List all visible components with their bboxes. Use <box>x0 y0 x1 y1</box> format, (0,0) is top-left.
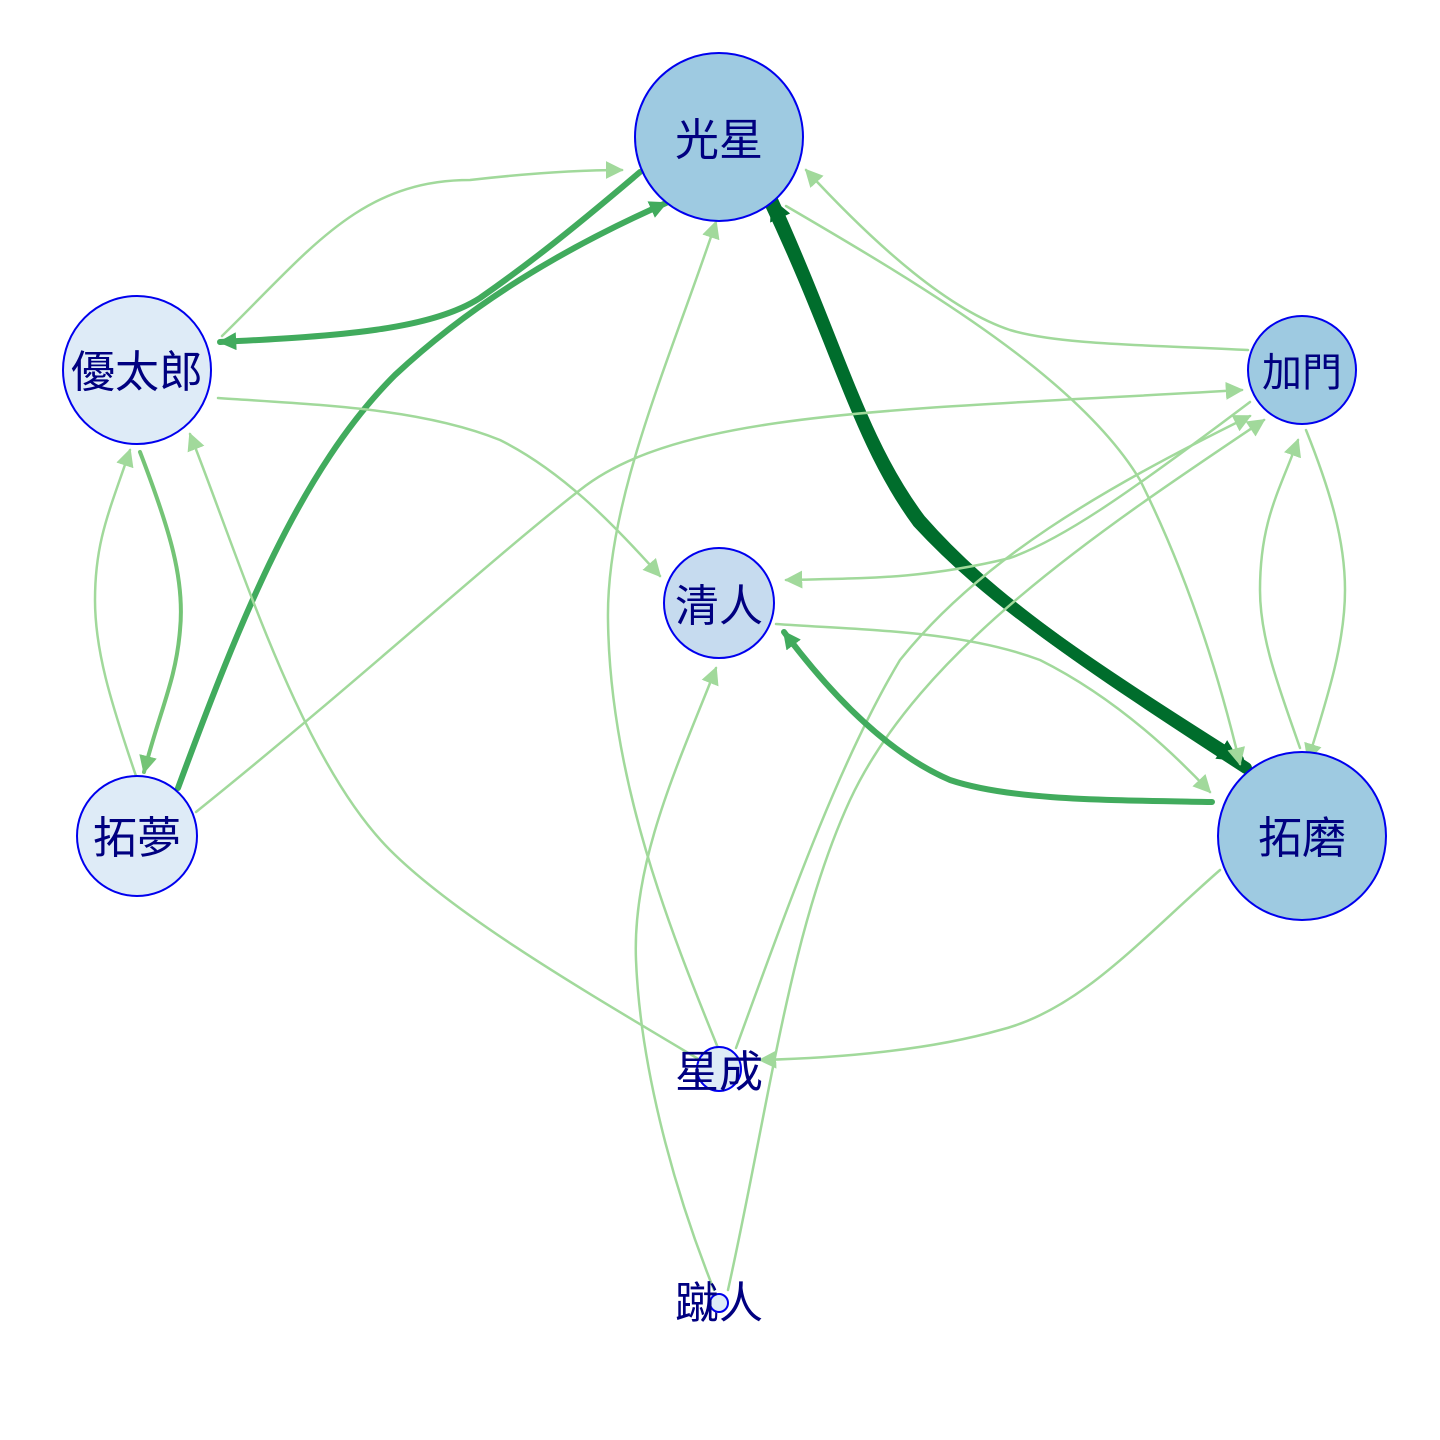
edge-hoshinari-to-yutaro <box>187 432 702 1062</box>
node-takuma[interactable]: 拓磨 <box>1217 751 1387 921</box>
node-circle <box>62 295 212 445</box>
node-label: 優太郎 <box>71 347 203 398</box>
node-label: 蹴人 <box>675 1278 763 1329</box>
edge-hoshinari-to-kosei <box>606 220 720 1050</box>
node-circle <box>1217 751 1387 921</box>
node-hoshinari[interactable]: 星成 <box>675 1046 763 1098</box>
node-kiyoto[interactable]: 清人 <box>663 547 775 659</box>
edge-kosei-to-yutaro <box>217 169 643 351</box>
edge-takumu-to-kosei <box>175 200 669 791</box>
edge-takuma-to-kosei <box>766 194 1252 774</box>
node-circle <box>1247 315 1357 425</box>
edge-yutaro-to-kiyoto <box>216 396 662 578</box>
node-yutaro[interactable]: 優太郎 <box>62 295 212 445</box>
edge-layer <box>93 161 1347 1292</box>
edge-takuma-to-hoshinari <box>758 868 1222 1069</box>
edge-takumu-to-kamon <box>194 381 1244 814</box>
node-kamon[interactable]: 加門 <box>1247 315 1357 425</box>
edge-kamon-to-kosei <box>804 168 1250 352</box>
node-label: 加門 <box>1262 350 1342 396</box>
edge-shuto-to-kiyoto <box>634 666 719 1292</box>
node-label: 光星 <box>675 115 763 166</box>
node-label: 拓磨 <box>1258 813 1346 864</box>
node-label: 拓夢 <box>93 813 181 864</box>
edge-kiyoto-to-takuma <box>774 622 1212 794</box>
node-circle <box>709 1293 729 1313</box>
node-shuto[interactable]: 蹴人 <box>675 1278 763 1329</box>
edge-kamon-to-kiyoto <box>784 400 1252 589</box>
node-circle <box>76 775 198 897</box>
edge-takumu-to-yutaro <box>93 448 138 778</box>
node-circle <box>634 52 804 222</box>
edge-yutaro-to-kosei <box>220 161 624 338</box>
node-label: 星成 <box>675 1047 763 1098</box>
edge-takuma-to-kiyoto <box>781 629 1215 805</box>
edge-takuma-to-kamon <box>1258 438 1302 750</box>
node-circle <box>696 1046 742 1092</box>
edge-yutaro-to-takumu <box>138 450 183 774</box>
node-layer: 光星 優太郎 加門 清人 拓夢 拓磨 星成 蹴人 <box>62 52 1387 1329</box>
edge-kosei-to-takuma-light <box>784 204 1246 766</box>
node-takumu[interactable]: 拓夢 <box>76 775 198 897</box>
node-label: 清人 <box>675 581 763 632</box>
edge-hoshinari-to-kamon <box>734 414 1252 1050</box>
node-kosei[interactable]: 光星 <box>634 52 804 222</box>
edge-shuto-to-kamon <box>726 418 1266 1292</box>
node-circle <box>663 547 775 659</box>
edge-kosei-to-takuma <box>762 192 1244 766</box>
edge-kamon-to-takuma <box>1304 428 1347 762</box>
